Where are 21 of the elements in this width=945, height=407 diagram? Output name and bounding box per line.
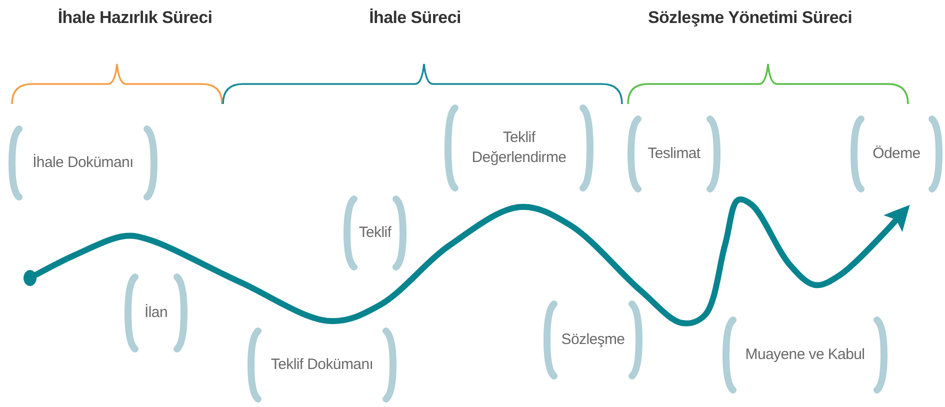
step-label: Sözleşme [561,330,625,350]
bracketed-step [247,327,397,403]
bracketed-step [124,273,188,353]
bracketed-step [627,115,721,193]
section-heading: Sözleşme Yönetimi Süreci [648,8,852,28]
bracketed-step [543,300,643,380]
bracketed-step [444,104,594,192]
step-label: İhale Dokümanı [32,152,134,173]
section-heading: İhale Süreci [369,8,461,28]
bracketed-step [850,115,943,193]
step-label: Teklif [358,222,392,243]
step-label: Teklif Değerlendirme [470,128,568,168]
step-label: Muayene ve Kabul [745,344,865,365]
step-label: Teklif Dokümanı [270,354,374,375]
bracketed-step [343,195,407,271]
section-heading: İhale Hazırlık Süreci [58,8,212,28]
step-label: Teslimat [648,144,700,164]
bracketed-step [8,125,158,201]
step-label: İlan [144,302,168,323]
bracketed-step [722,316,888,394]
step-label: Ödeme [872,144,920,164]
